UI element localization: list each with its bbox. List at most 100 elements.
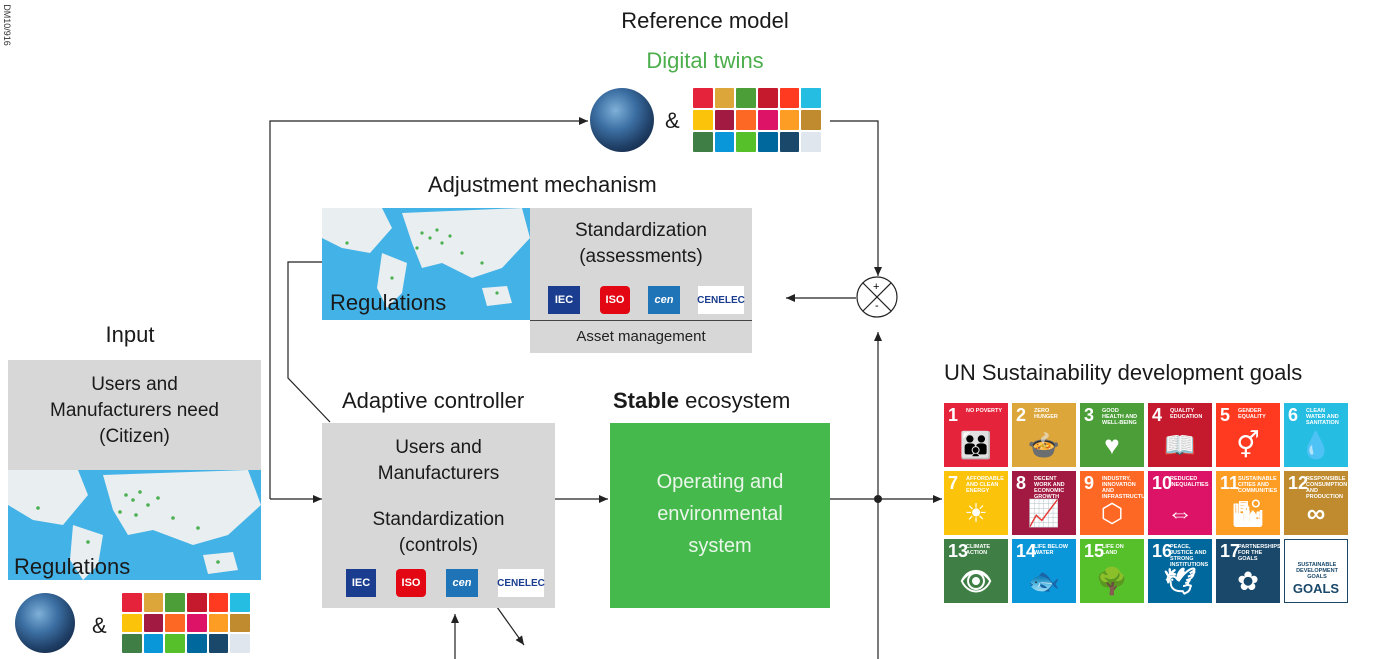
- iec-logo: IEC: [548, 286, 580, 314]
- sdg-mini-tile: [736, 132, 756, 152]
- ecosystem-box: Operating and environmental system: [610, 423, 830, 608]
- sdg-tile: 6Clean water and sanitation💧: [1284, 403, 1348, 467]
- sdg-mini-tile: [122, 634, 142, 653]
- sdg-tile: 7Affordable and clean energy☀: [944, 471, 1008, 535]
- sdg-mini-tile: [693, 88, 713, 108]
- sdg-tile-icon: ✿: [1237, 566, 1259, 596]
- input-ampersand: &: [92, 613, 107, 638]
- sdg-mini-tile: [230, 634, 250, 653]
- world-map-icon: [322, 208, 530, 308]
- sdg-tile-icon: ⚥: [1236, 430, 1260, 460]
- sdg-mini-tile: [165, 593, 185, 612]
- sdg-tile-number: 14: [1016, 541, 1037, 561]
- controller-std-line2: (controls): [398, 535, 479, 556]
- sdg-tile-text: Zero hunger: [1034, 408, 1058, 420]
- controller-box: Users and Manufacturers Standardization …: [322, 423, 555, 608]
- controller-line2: Manufacturers: [377, 463, 500, 484]
- earth-globe-icon: [590, 88, 654, 152]
- sdg-tile: 11Sustainable cities and communities🏙: [1216, 471, 1280, 535]
- assessments-std-line1: Standardization: [574, 220, 708, 241]
- sdg-tile-number: 6: [1288, 405, 1299, 425]
- sdg-tile-number: 10: [1152, 473, 1173, 493]
- controller-std-line1: Standardization: [372, 509, 505, 530]
- sdg-mini-tile: [779, 110, 800, 130]
- iso-logo: ISO: [396, 569, 426, 597]
- assessments-box: Standardization (assessments) IEC ISO ce…: [530, 208, 752, 320]
- iec-logo: IEC: [346, 569, 376, 597]
- assessments-std-line2: (assessments): [579, 246, 703, 267]
- sdg-tile-icon: ⇔: [1167, 498, 1193, 528]
- sdg-tile-number: 5: [1220, 405, 1231, 425]
- sdg-tile-icon: 🍲: [1027, 430, 1061, 460]
- input-title: Input: [105, 322, 155, 347]
- sdg-tile: 13Climate action👁: [944, 539, 1008, 603]
- sdg-tile-text: No poverty: [966, 408, 1003, 414]
- sdg-tile: 8Decent work and economic growth📈: [1012, 471, 1076, 535]
- adaptive-controller-title: Adaptive controller: [342, 388, 525, 413]
- sdg-grid: 1No poverty👪2Zero hunger🍲3Good health an…: [944, 403, 1348, 603]
- users-need-line3: (Citizen): [99, 426, 170, 447]
- sdg-mini-tile: [186, 613, 207, 633]
- asset-management-label: Asset management: [576, 328, 706, 345]
- adjustment-regulations-label: Regulations: [330, 290, 447, 315]
- sdg-tile-text: Life below water: [1034, 544, 1068, 556]
- sdg-tile-icon: GOALS: [1292, 581, 1340, 596]
- sdg-tile: 9 Industry, innovation and infrastructure…: [1080, 471, 1144, 535]
- junction-plus: +: [873, 281, 880, 293]
- sdg-mini-tile: [208, 593, 229, 612]
- sdg-tile: 1No poverty👪: [944, 403, 1008, 467]
- iso-logo: ISO: [600, 286, 630, 314]
- users-need-box: Users and Manufacturers need (Citizen): [8, 360, 261, 470]
- sdg-mini-tile: [779, 132, 800, 152]
- sdg-mini-tile: [736, 110, 756, 130]
- sdg-mini-tile: [186, 593, 207, 612]
- cenelec-logo: CENELEC: [697, 286, 745, 314]
- sdg-tile-icon: 📈: [1027, 498, 1061, 528]
- sdg-mini-grid-icon: [693, 88, 821, 152]
- summing-junction: + -: [856, 276, 898, 318]
- regulations-map: Regulations: [322, 208, 530, 320]
- sdg-tile-number: 12: [1288, 473, 1309, 493]
- world-map-icon: [8, 470, 261, 580]
- digital-twins-subtitle: Digital twins: [646, 48, 764, 73]
- sdg-tile-text: Peace, justice and strong institutions: [1170, 544, 1209, 568]
- sdg-mini-tile: [757, 110, 778, 130]
- sdg-mini-tile: [230, 613, 250, 633]
- sdg-mini-tile: [165, 613, 185, 633]
- sdg-tile-number: 15: [1084, 541, 1105, 561]
- stable-word: Stable: [613, 388, 680, 413]
- sdg-tile-text: Quality education: [1170, 408, 1203, 420]
- sdg-mini-tile: [801, 88, 821, 108]
- sdg-mini-tile: [736, 88, 756, 108]
- input-regulations-map: Regulations: [8, 470, 261, 580]
- sdg-tile: 14Life below water 🐟: [1012, 539, 1076, 603]
- sdg-tile-text: Sustainable cities and communities: [1238, 476, 1278, 494]
- sdg-tile-icon: 🐟: [1027, 566, 1061, 596]
- earth-globe-icon: [15, 593, 75, 653]
- adjustment-mechanism-title: Adjustment mechanism: [428, 172, 657, 197]
- cen-logo: cen: [648, 286, 680, 314]
- sdg-tile-number: 9: [1084, 473, 1095, 493]
- sdg-mini-tile: [779, 88, 800, 108]
- users-need-line2: Manufacturers need: [50, 400, 219, 421]
- sdg-tile: 4Quality education📖: [1148, 403, 1212, 467]
- sdg-tile-text: Industry, innovation and infrastructure: [1102, 476, 1144, 500]
- sdg-tile-text: Decent work and economic growth: [1034, 476, 1065, 500]
- stable-ecosystem-title: Stable ecosystem: [613, 388, 790, 414]
- sdg-tile-number: 11: [1220, 473, 1240, 493]
- sdg-mini-tile: [801, 132, 821, 152]
- sdg-mini-tile: [757, 88, 778, 108]
- sdg-mini-tile: [714, 110, 735, 130]
- sdg-tile: 3Good health and well-being♥: [1080, 403, 1144, 467]
- sdg-mini-tile: [143, 613, 164, 633]
- sdg-tile: 5Gender equality⚥: [1216, 403, 1280, 467]
- ecosystem-line1: Operating and: [656, 471, 784, 493]
- sdg-tile: Sustainable development goalsGOALS: [1284, 539, 1348, 603]
- sdg-mini-tile: [143, 634, 164, 653]
- asset-management-box: Asset management: [530, 320, 752, 353]
- sdg-tile-number: 17: [1220, 541, 1241, 561]
- ecosystem-word: ecosystem: [679, 388, 791, 413]
- sdg-mini-tile: [208, 613, 229, 633]
- sdg-tile-text: Life on land: [1102, 544, 1124, 556]
- sdg-tile-icon: 👪: [959, 430, 993, 460]
